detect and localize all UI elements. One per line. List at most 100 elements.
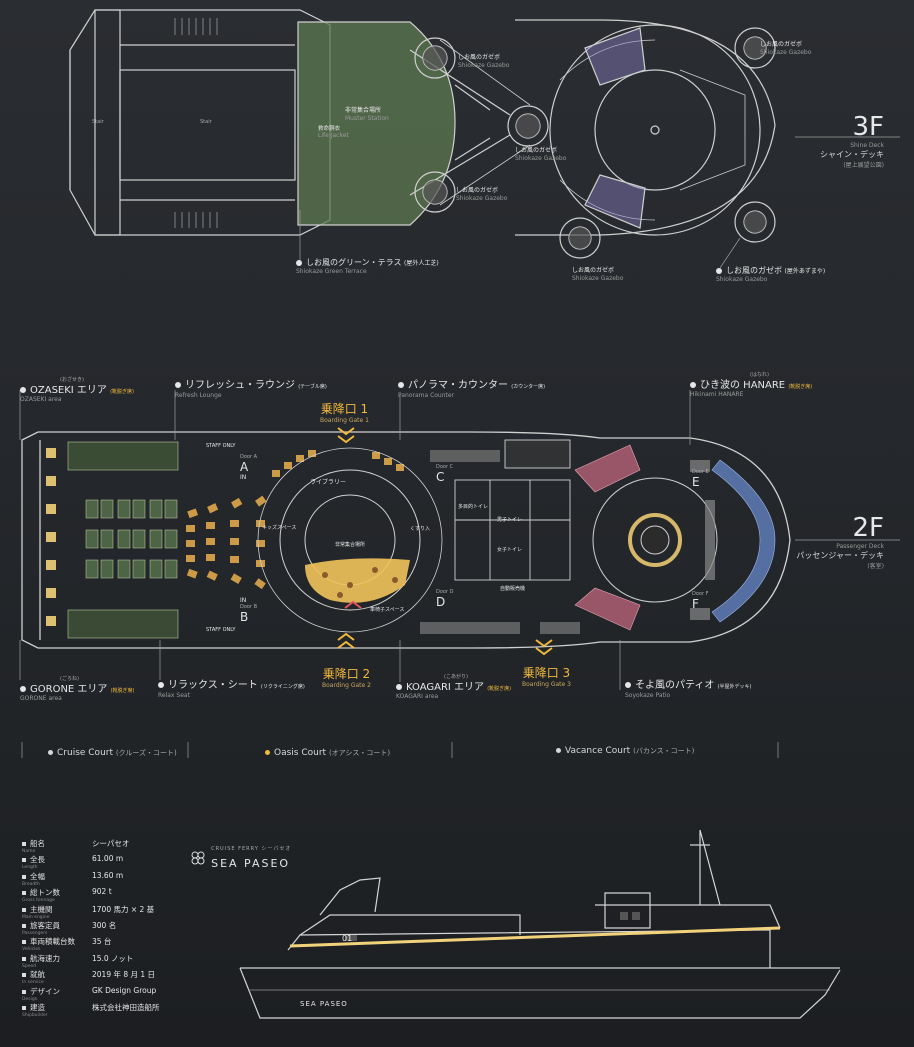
door-c[interactable]: Door C C [436,464,453,485]
boarding-gate-1[interactable]: 乗降口 1 Boarding Gate 1 [320,400,369,424]
floor2-name: パッセンジャー・デッキ [796,551,884,560]
relax-dot [158,682,164,688]
brand-logo-icon [191,851,205,865]
toilet-m-label: 男子トイレ [497,517,523,523]
gorone-ruby: (ごろね) [60,676,79,682]
gate-2-sub: Boarding Gate 2 [322,682,371,689]
floor3-heading: 3F Shine Deck シャイン・デッキ (屋上展望公園) [800,112,884,169]
spec-bullet-icon [22,907,26,912]
gazebo-note: (屋外あずまや) [784,268,826,275]
hanare-bottom-area [574,587,641,631]
muster-station-sub: Muster Station [345,114,389,122]
door-c-letter: C [436,469,445,484]
hanare-tag: (靴脱ぎ席) [788,383,813,390]
ozaseki-label: (おざせき) OZASEKI エリア (靴脱ぎ席) OZASEKI area [20,373,134,404]
relax-seat-label: リラックス・シート (リクライニング席) Relax Seat [158,680,305,699]
terrace-text: しお風のグリーン・テラス [306,258,402,267]
door-b[interactable]: IN Door B B [240,597,258,624]
boarding-gate-3[interactable]: 乗降口 3 Boarding Gate 3 [522,664,571,688]
hanare-ruby: (はなれ) [750,372,769,378]
spec-value: 2019 年 8 月 1 日 [92,970,156,980]
spec-key-text: 全幅 [30,871,45,881]
door-b-label: Door B [240,603,258,610]
refresh-text: リフレッシュ・ラウンジ [185,380,295,391]
ozaseki-sub: OZASEKI area [20,396,62,403]
spec-value: 300 名 [92,920,117,930]
refresh-sub: Refresh Lounge [175,391,222,399]
boarding-gate-2[interactable]: 乗降口 2 Boarding Gate 2 [322,665,371,689]
gazebo-bottom-sub: Shiokaze Gazebo [456,194,508,202]
spec-key-sub: Vehicles [22,947,41,953]
spec-value: 902 t [92,887,112,897]
cruise-jp: (クルーズ・コート) [115,749,177,757]
oasis-dot [265,750,270,755]
spec-key-text: デザイン [30,986,60,996]
panorama-text: パノラマ・カウンター [408,380,508,391]
spec-key-text: 船名 [30,839,45,848]
spec-bullet-icon [22,973,26,978]
relax-text: リラックス・シート [168,680,258,691]
door-d-letter: D [436,594,446,609]
gazebo-lower-text: しお風のガゼボ [572,267,615,274]
spec-value: GK Design Group [92,985,157,995]
spec-key-sub: Gross tonnage [22,898,55,904]
muster-station-text: 非常集合場所 [345,107,382,114]
vending-label: 自動販売機 [500,586,526,592]
spec-bullet-icon [22,858,26,863]
koagari-dot [396,683,402,690]
gazebo-dot [716,267,722,274]
spec-key-text: 旅客定員 [30,920,60,930]
terrace-sub: Shiokaze Green Terrace [296,267,367,275]
door-f[interactable]: Door F F [692,591,709,612]
refresh-dot [175,382,181,388]
library-label: ライブラリー [310,479,347,486]
wheelchair-label: 車椅子スペース [370,607,405,613]
door-f-label: Door F [692,591,709,597]
spec-bullet-icon [22,956,26,961]
lifejacket-sub: Life Jacket [318,132,349,140]
door-d[interactable]: Door D D [436,589,454,610]
panorama-note: (カウンター席) [511,384,546,390]
floor3-number: 3F [852,112,885,142]
cruise-text: Cruise Court [57,748,113,758]
hanare-label: (はなれ) ひき波の HANARE (靴脱ぎ席) Hikinami HANARE [690,368,812,399]
door-e-label: Door E [692,469,709,475]
gazebo-label-right: しお風のガゼボ Shiokaze Gazebo [760,41,811,57]
koagari-tag: (靴脱ぎ席) [487,685,512,692]
spec-bullet-icon [22,874,26,879]
spec-key-sub: Breadth [22,881,40,887]
gazebo-text: しお風のガゼボ [726,266,782,275]
door-f-letter: F [692,596,699,611]
floor2-heading: 2F Passenger Deck パッセンジャー・デッキ (客室) [790,513,884,570]
door-e[interactable]: Door E E [692,469,709,490]
koagari-ruby: (こあがり) [444,674,468,680]
spec-value: 61.00 m [92,854,124,864]
door-d-label: Door D [436,589,454,595]
spec-bullet-icon [22,923,26,928]
panorama-dot [398,382,404,388]
spec-key-sub: Speed [22,963,37,969]
door-a[interactable]: Door A A IN [240,454,257,481]
panorama-sub: Panorama Counter [398,391,455,399]
terrace-note: (屋外人工芝) [404,260,439,267]
ozaseki-dot [20,386,26,393]
door-a-in: IN [240,473,247,481]
gate-1-label: 乗降口 1 [320,402,369,416]
gazebo-right-text: しお風のガゼボ [760,41,803,48]
patio-blue-arc [711,459,776,623]
hanare-sub: Hikinami HANARE [690,391,744,398]
spec-key-sub: In service [22,980,44,986]
patio-note: (半屋外デッキ) [717,684,752,690]
ozaseki-ruby: (おざせき) [60,377,84,383]
floor3-name: シャイン・デッキ [820,150,884,159]
oasis-court: Oasis Court (オアシス・コート) [265,748,390,758]
spec-key-text: 全長 [30,855,45,865]
